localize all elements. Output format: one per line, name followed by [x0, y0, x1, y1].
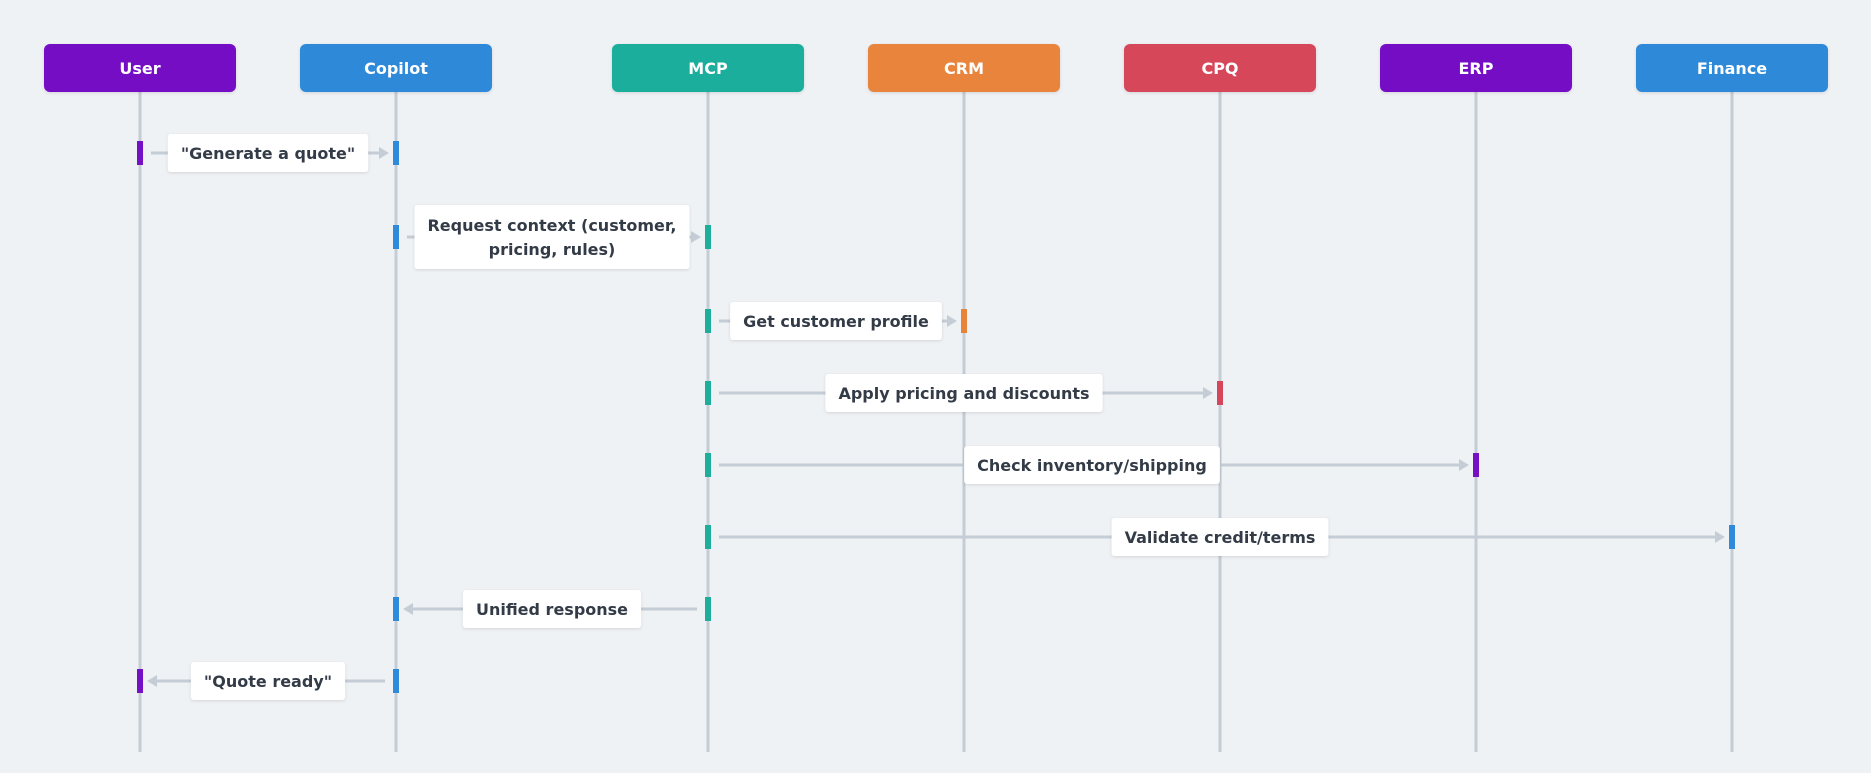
participant-erp: ERP — [1380, 44, 1572, 92]
arrowhead-icon — [1459, 459, 1469, 471]
participant-box-copilot — [300, 44, 492, 92]
participant-cpq: CPQ — [1124, 44, 1316, 92]
message-3: Get customer profile — [705, 302, 967, 340]
participant-box-finance — [1636, 44, 1828, 92]
message-label-text: Unified response — [476, 600, 628, 619]
message-label-box — [190, 662, 346, 700]
participant-copilot: Copilot — [300, 44, 492, 92]
message-label-box — [414, 205, 690, 269]
activation-bar-mcp — [705, 597, 711, 621]
participant-user: User — [44, 44, 236, 92]
activation-bar-mcp — [705, 525, 711, 549]
activation-bar-user — [137, 141, 143, 165]
participant-finance: Finance — [1636, 44, 1828, 92]
message-label-text: Get customer profile — [743, 312, 929, 331]
arrowhead-icon — [403, 603, 413, 615]
activation-bar-copilot — [393, 597, 399, 621]
participant-box-erp — [1380, 44, 1572, 92]
activation-bar-mcp — [705, 381, 711, 405]
message-label-text: "Quote ready" — [204, 672, 332, 691]
participant-box-cpq — [1124, 44, 1316, 92]
activation-bar-cpq — [1217, 381, 1223, 405]
participant-label: CRM — [944, 59, 984, 78]
activation-bar-erp — [1473, 453, 1479, 477]
message-6: Validate credit/terms — [705, 518, 1735, 556]
participant-label: MCP — [688, 59, 728, 78]
activation-bar-copilot — [393, 669, 399, 693]
message-label-box — [730, 302, 942, 340]
message-label-text: Apply pricing and discounts — [838, 384, 1089, 403]
activation-bar-copilot — [393, 225, 399, 249]
participant-label: User — [119, 59, 160, 78]
activation-bar-user — [137, 669, 143, 693]
participant-label: Copilot — [364, 59, 428, 78]
arrowhead-icon — [147, 675, 157, 687]
message-label-box — [825, 374, 1103, 412]
message-label-box — [462, 590, 642, 628]
message-8: "Quote ready" — [137, 662, 399, 700]
activation-bar-crm — [961, 309, 967, 333]
arrowhead-icon — [1203, 387, 1213, 399]
message-label-box — [1111, 518, 1329, 556]
arrowhead-icon — [379, 147, 389, 159]
message-label-text: pricing, rules) — [489, 240, 616, 259]
message-label-text: Request context (customer, — [427, 216, 676, 235]
message-label-text: Validate credit/terms — [1125, 528, 1316, 547]
message-5: Check inventory/shipping — [705, 446, 1479, 484]
message-2: Request context (customer, pricing, rules… — [393, 205, 711, 269]
participant-label: ERP — [1459, 59, 1494, 78]
message-label-box — [167, 134, 369, 172]
participant-box-mcp — [612, 44, 804, 92]
message-label-text: Check inventory/shipping — [977, 456, 1207, 475]
activation-bar-mcp — [705, 453, 711, 477]
participant-box-user — [44, 44, 236, 92]
activation-bar-finance — [1729, 525, 1735, 549]
arrowhead-icon — [947, 315, 957, 327]
activation-bar-mcp — [705, 225, 711, 249]
activation-bar-copilot — [393, 141, 399, 165]
message-7: Unified response — [393, 590, 711, 628]
participant-mcp: MCP — [612, 44, 804, 92]
message-1: "Generate a quote" — [137, 134, 399, 172]
message-label-box — [964, 446, 1220, 484]
message-4: Apply pricing and discounts — [705, 374, 1223, 412]
participant-label: CPQ — [1201, 59, 1238, 78]
participant-label: Finance — [1697, 59, 1767, 78]
participant-box-crm — [868, 44, 1060, 92]
arrowhead-icon — [691, 231, 701, 243]
arrowhead-icon — [1715, 531, 1725, 543]
message-label-text: "Generate a quote" — [181, 144, 355, 163]
participant-crm: CRM — [868, 44, 1060, 92]
activation-bar-mcp — [705, 309, 711, 333]
